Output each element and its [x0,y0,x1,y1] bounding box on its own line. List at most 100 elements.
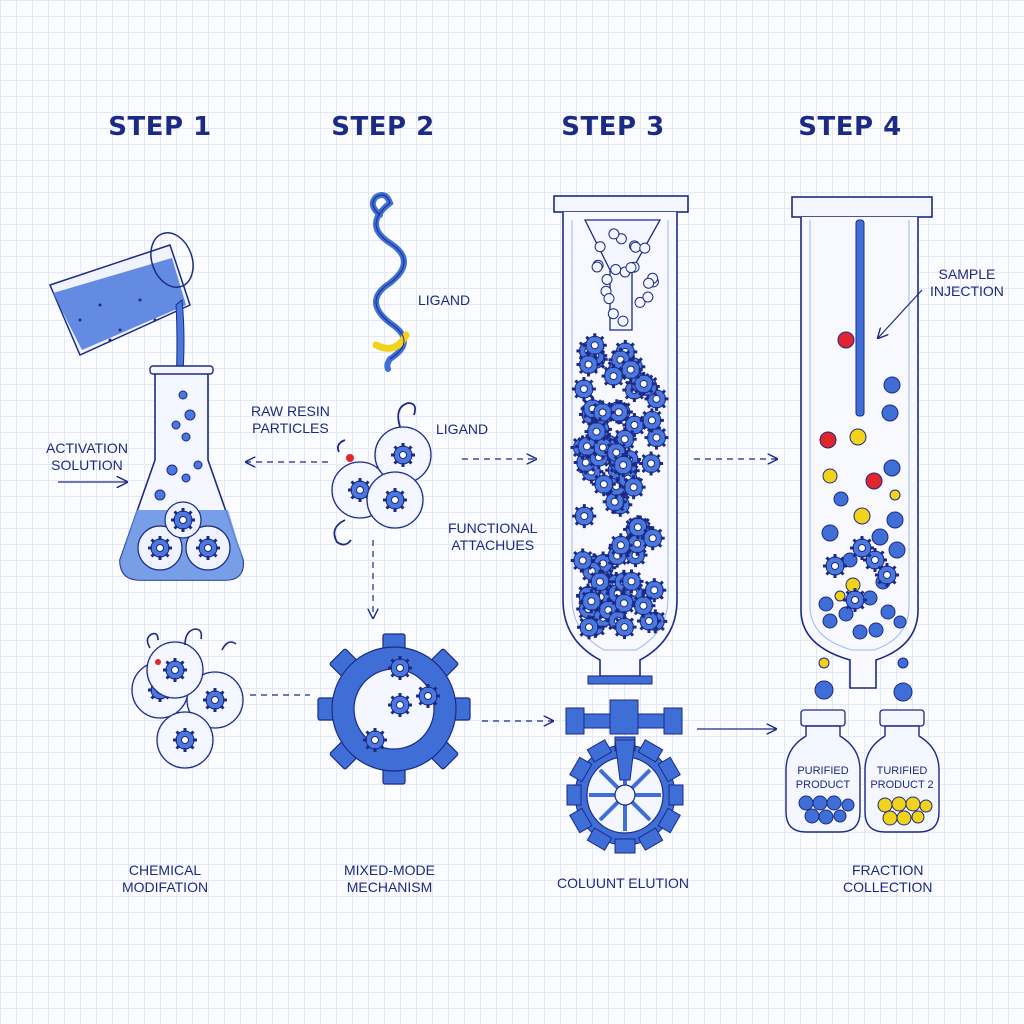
column-particles [818,331,907,640]
step-4-title: STEP 4 [798,112,902,142]
packing-bead [634,296,646,308]
packing-bead [642,291,654,303]
erlenmeyer-flask [119,365,244,581]
packing-bead [617,315,629,327]
packing-bead [591,261,603,273]
column-bead [845,577,861,593]
packing-bead [639,242,651,254]
column-bead [837,331,855,349]
packing-bead [615,233,627,245]
packing-bead [607,308,619,320]
gear-tooth [586,739,613,763]
column-bead [818,596,834,612]
packing-gear [569,547,597,574]
column-gear [821,552,849,580]
packing-gear [607,531,635,559]
packing-gear [581,331,609,359]
column-gear [873,561,901,589]
step-2-title: STEP 2 [331,112,435,142]
ligand-top-label: LIGAND [418,292,471,308]
modified-resin-cluster [132,628,243,768]
packing-bead [630,241,642,253]
packing-gear [638,406,666,434]
mixed-mode-gear [317,633,471,785]
packing-gear [611,613,638,641]
packing-gear [637,450,665,477]
packing-gear [600,362,627,390]
ligand-mid-label: LIGAND [436,421,489,437]
step-1-title: STEP 1 [108,112,212,142]
column-bead [853,507,871,525]
gear-tooth [668,784,684,806]
packing-gear [575,613,603,641]
column-bead [893,615,907,629]
column-valve-and-gear [565,675,684,854]
packing-gear [629,592,657,620]
column-gear [841,586,869,614]
purified-product-bottle-2 [864,709,940,833]
packing-gear [575,351,602,378]
column-bead [821,524,839,542]
packing-bead [594,241,606,253]
column-bead [849,428,867,446]
step-3-title: STEP 3 [561,112,665,142]
column-elution-label: COLUUNT ELUTION [557,875,689,891]
packing-bead [610,264,622,275]
pouring-beaker [48,232,194,386]
gear-tooth [614,838,636,854]
packing-gear [618,567,645,595]
gear-tooth [637,827,664,851]
column-bead [834,590,846,602]
column-gear [848,534,876,562]
column-bead [852,624,868,640]
gear-tooth [637,739,664,763]
packing-bead [643,277,655,289]
ligand-helix [369,192,410,372]
packing-gear [620,473,648,501]
gear-tooth [657,807,681,834]
packing-bead [625,262,637,274]
gear-tooth [569,807,593,834]
column-bead [886,511,904,529]
column-bead [880,604,896,620]
packing-bead [608,228,620,240]
packing-bead [601,274,613,285]
packing-gear [583,418,610,446]
packing-gear [639,524,667,552]
raw-resin-particles [332,402,431,546]
column-bead [881,404,899,422]
column-bead [888,541,906,559]
gear-tooth [657,756,681,783]
packing-gear [590,470,618,498]
column-bead [862,590,878,606]
column-bead [822,468,838,484]
falling-drops [814,657,913,702]
column-bead [822,613,838,629]
packing-bead [603,293,615,305]
packing-gear [577,587,605,615]
column-bead [865,472,883,490]
sample-injection-arrow [878,289,923,338]
gear-tooth [569,756,593,783]
column-bead [889,489,901,501]
column-bead [833,491,849,507]
packing-gear [643,424,670,452]
column-bead [883,376,901,394]
column-bead [838,606,854,622]
gear-tooth [566,784,582,806]
column-packing-gears [569,228,670,641]
column-bead [819,431,837,449]
column-bead [868,622,884,638]
packing-gear [570,375,598,403]
packing-gear [570,502,598,530]
